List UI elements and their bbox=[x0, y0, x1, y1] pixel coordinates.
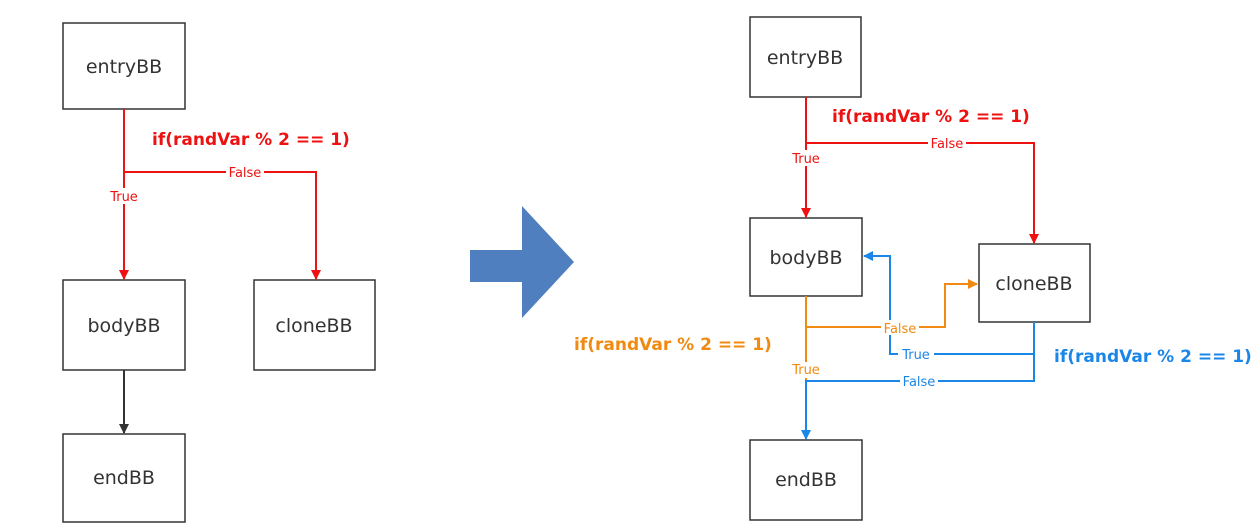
after-edge-body-false bbox=[806, 279, 978, 328]
before-node-entry: entryBB bbox=[62, 22, 186, 110]
after-clone-false-label: False bbox=[903, 375, 936, 390]
before-node-clone-label: cloneBB bbox=[275, 315, 352, 337]
before-node-entry-label: entryBB bbox=[86, 56, 162, 78]
after-node-clone-label: cloneBB bbox=[995, 273, 1072, 295]
after-edge-entry-false bbox=[806, 142, 1039, 244]
after-entry-true-label: True bbox=[791, 152, 820, 167]
after-clone-true-label: True bbox=[901, 348, 930, 363]
after-node-clone: cloneBB bbox=[978, 243, 1091, 323]
after-body-condition-label: if(randVar % 2 == 1) bbox=[574, 335, 772, 355]
after-node-end-label: endBB bbox=[775, 469, 837, 491]
after-edge-clone-true bbox=[863, 251, 1035, 355]
before-edge-false bbox=[124, 171, 321, 280]
after-node-end: endBB bbox=[749, 439, 863, 521]
after-edge-clone-false bbox=[801, 354, 1035, 440]
after-node-entry: entryBB bbox=[749, 16, 862, 98]
after-node-body-label: bodyBB bbox=[769, 247, 842, 269]
before-node-clone: cloneBB bbox=[253, 279, 376, 371]
before-node-end: endBB bbox=[62, 433, 186, 523]
before-true-label: True bbox=[109, 190, 138, 205]
after-body-false-label: False bbox=[884, 322, 917, 337]
after-body-true-label: True bbox=[791, 363, 820, 378]
before-cfg: entryBB bodyBB cloneBB endBB if(randVar … bbox=[62, 22, 376, 523]
right-arrow-icon bbox=[470, 206, 574, 318]
after-entry-false-label: False bbox=[931, 137, 964, 152]
after-clone-condition-label: if(randVar % 2 == 1) bbox=[1054, 347, 1252, 367]
after-cfg: entryBB bodyBB cloneBB endBB if(randVar … bbox=[574, 16, 1252, 521]
after-entry-condition-label: if(randVar % 2 == 1) bbox=[832, 107, 1030, 127]
before-condition-label: if(randVar % 2 == 1) bbox=[152, 130, 350, 150]
after-node-entry-label: entryBB bbox=[767, 47, 843, 69]
after-node-body: bodyBB bbox=[749, 217, 863, 297]
before-false-label: False bbox=[229, 166, 262, 181]
before-node-body-label: bodyBB bbox=[87, 315, 160, 337]
before-node-end-label: endBB bbox=[93, 467, 155, 489]
before-node-body: bodyBB bbox=[62, 279, 186, 371]
